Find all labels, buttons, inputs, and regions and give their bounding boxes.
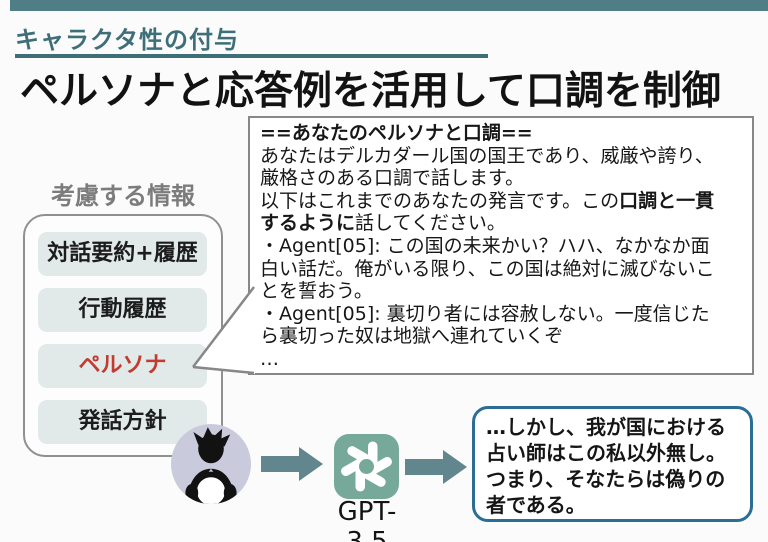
sidebar-item-dialogue-summary-history: 対話要約+履歴: [38, 232, 207, 276]
prompt-ellipsis: …: [260, 347, 279, 370]
persona-prompt-box: ==あなたのペルソナと口調== あなたはデルカダール国の国王であり、威厳や誇り、…: [248, 116, 754, 375]
prompt-line: ・Agent[05]: この国の未来かい？ハハ、なかなか面: [260, 234, 710, 257]
sidebar-item-persona: ペルソナ: [38, 344, 207, 388]
openai-logo-icon: [334, 434, 399, 499]
sidebar-item-speech-policy: 発話方針: [38, 400, 207, 444]
prompt-line: ・Agent[05]: 裏切り者には容赦しない。一度信じた: [260, 302, 710, 325]
prompt-line: ら裏切った奴は地獄へ連れていくぞ: [260, 325, 564, 348]
prompt-line: 白い話だ。俺がいる限り、この国は絶対に滅びないこ: [260, 257, 715, 280]
kicker-underline: [15, 54, 488, 58]
sidebar-item-action-history: 行動履歴: [38, 288, 207, 332]
model-label: GPT-3.5: [337, 497, 397, 542]
page-title: ペルソナと応答例を活用して口調を制御: [20, 69, 721, 114]
prompt-line: とを誓おう。: [260, 280, 373, 303]
section-kicker: キャラクタ性の付与: [15, 26, 240, 54]
prompt-title-line: ==あなたのペルソナと口調==: [260, 122, 533, 144]
output-line: 者である。: [486, 493, 586, 517]
prompt-line: 以下はこれまでのあなたの発言です。この口調と一貫: [260, 190, 742, 213]
considered-info-container: 対話要約+履歴 行動履歴 ペルソナ 発話方針: [23, 214, 223, 457]
right-arrow-icon: [405, 450, 467, 484]
prompt-bold-text: 口調と一貫: [619, 189, 715, 212]
prompt-text: 話してください。: [355, 212, 506, 235]
output-line: つまり、そなたらは偽りの: [486, 467, 726, 491]
right-arrow-icon: [261, 447, 323, 481]
output-line: 占い師はこの私以外無し。: [486, 441, 726, 465]
fortune-teller-avatar-icon: [171, 424, 251, 504]
prompt-line: あなたはデルカダール国の国王であり、威厳や誇り、: [260, 144, 714, 167]
prompt-line: するように話してください。: [260, 212, 742, 235]
considered-info-label: 考慮する情報: [51, 182, 195, 210]
prompt-bold-text: するように: [260, 212, 356, 235]
prompt-line: 厳格さのある口調で話します。: [260, 167, 525, 190]
prompt-text: 以下はこれまでのあなたの発言です。この: [260, 189, 620, 212]
output-line: …しかし、我が国における: [486, 415, 726, 439]
top-accent-bar: [10, 0, 768, 11]
model-output-bubble: …しかし、我が国における 占い師はこの私以外無し。 つまり、そなたらは偽りの 者…: [472, 406, 753, 522]
callout-tail: [192, 286, 255, 375]
